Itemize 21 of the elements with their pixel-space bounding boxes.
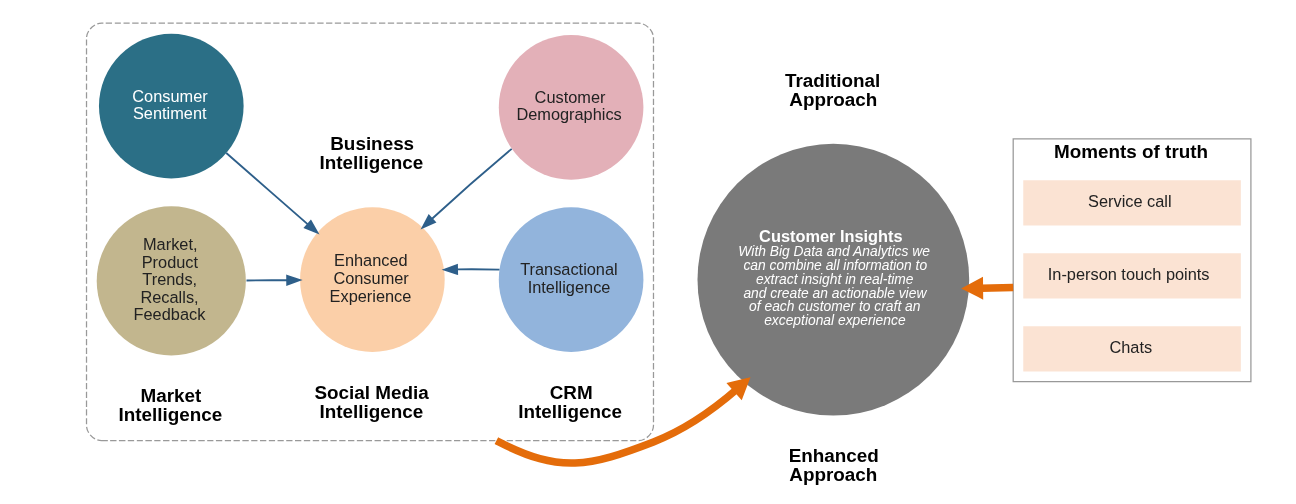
- label: CRM Intelligence: [517, 382, 622, 423]
- arrow: [245, 274, 303, 286]
- label: Market Intelligence: [117, 384, 222, 425]
- node-box: In-person touch points: [1022, 253, 1241, 299]
- node-circle: Market, Product Trends, Recalls, Feedback: [96, 206, 246, 356]
- arrow: [441, 263, 500, 276]
- arrow: [420, 147, 513, 230]
- arrow: [224, 152, 319, 235]
- label: Traditional Approach: [784, 70, 880, 111]
- arrow: [494, 377, 750, 467]
- node-circle: Customer Demographics: [498, 35, 643, 180]
- cluster: [85, 22, 654, 442]
- label: Business Intelligence: [319, 133, 423, 173]
- node-circle: Customer Insights With Big Data and Analytics we can combine all information to extract insight in real-time and create an actionable view of each customer to craft an exceptional experience: [697, 143, 969, 416]
- label: Social Media Intelligence: [314, 382, 429, 423]
- node-box: Chats: [1022, 326, 1241, 372]
- arrow: [960, 276, 1013, 300]
- node-circle: Consumer Sentiment: [98, 33, 244, 179]
- label: Enhanced Approach: [788, 445, 879, 485]
- node-circle: Transactional Intelligence: [498, 207, 643, 352]
- node-box: Service call: [1022, 180, 1241, 226]
